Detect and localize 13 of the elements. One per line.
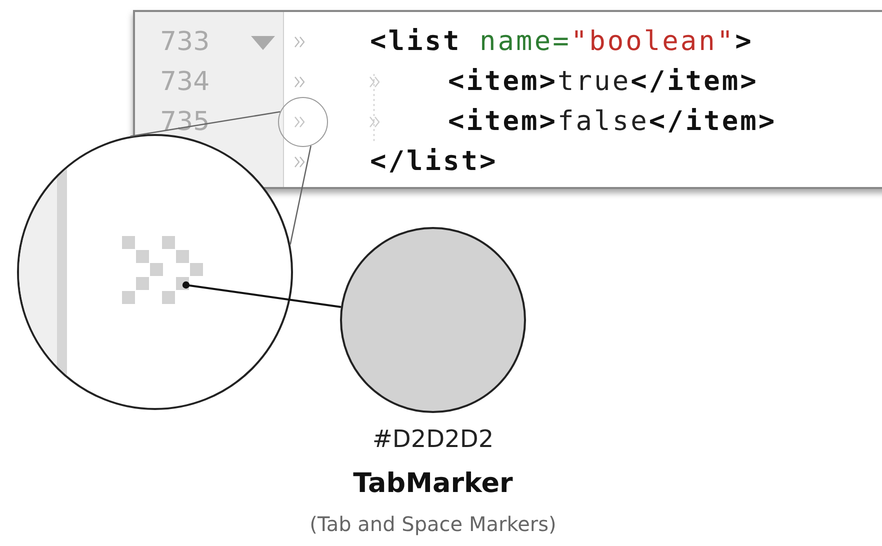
color-name: TabMarker	[352, 468, 514, 499]
magnifier-source-circle	[278, 97, 328, 147]
code-line: <item>false</item>	[448, 105, 777, 139]
line-number: 734	[160, 66, 210, 99]
code-line: </list>	[370, 145, 498, 179]
code-line: <list name="boolean">	[370, 25, 754, 59]
line-number: 733	[160, 26, 210, 59]
color-hex-code: #D2D2D2	[371, 425, 495, 453]
magnifier-line	[290, 146, 312, 245]
code-line: <item>true</item>	[448, 65, 758, 99]
leader-line	[182, 281, 342, 308]
color-category: (Tab and Space Markers)	[308, 512, 558, 536]
tab-marker-icon	[122, 236, 204, 304]
